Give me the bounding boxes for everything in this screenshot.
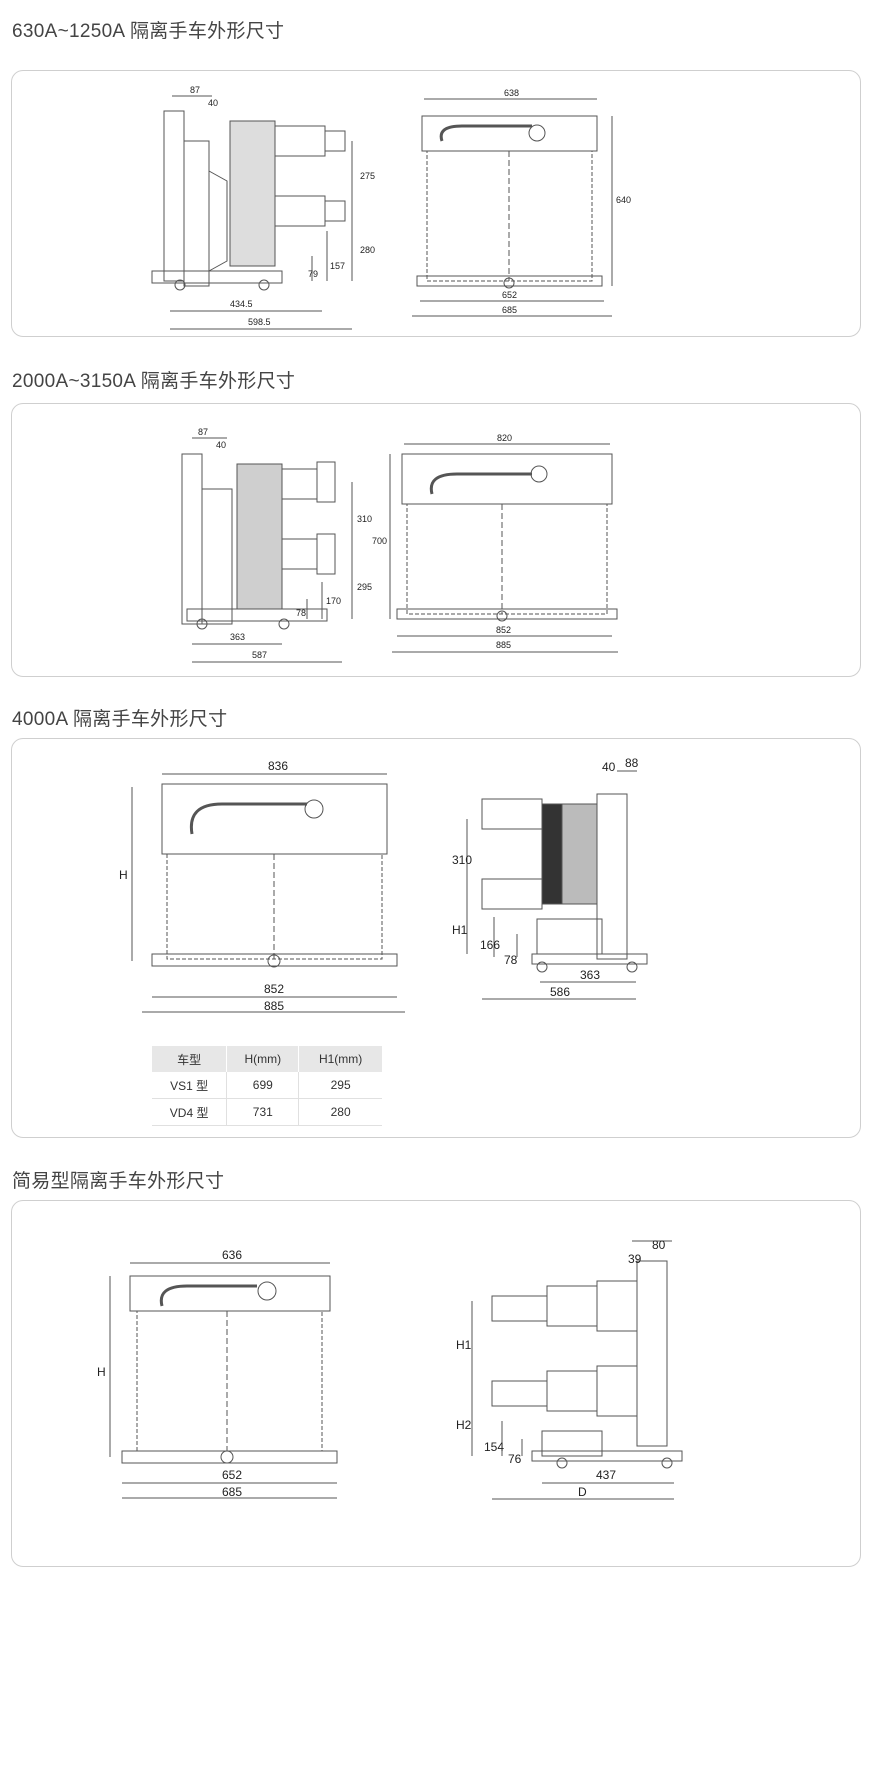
cell-h1: 295 — [298, 1072, 382, 1099]
dim-652: 652 — [222, 1468, 242, 1482]
drawing-simple: 636 H 652 685 39 80 H1 H2 154 76 437 D — [97, 1238, 683, 1500]
dim-80: 80 — [652, 1238, 666, 1252]
drawing-panel-simple: 636 H 652 685 39 80 H1 H2 154 76 437 D — [11, 1200, 861, 1567]
dim-685: 685 — [502, 305, 517, 315]
cell-h1: 280 — [298, 1098, 382, 1126]
dim-154: 154 — [484, 1440, 504, 1454]
dim-836: 836 — [268, 759, 288, 773]
dim-310: 310 — [452, 853, 472, 867]
dim-39: 39 — [628, 1252, 642, 1266]
table-row: VD4 型 731 280 — [152, 1098, 382, 1126]
section-title-1: 630A~1250A 隔离手车外形尺寸 — [12, 21, 285, 42]
dim-h1: H1 — [456, 1338, 472, 1352]
dim-40: 40 — [216, 440, 226, 450]
dim-88: 88 — [625, 756, 639, 770]
dim-587: 587 — [252, 650, 267, 660]
dim-636: 636 — [222, 1248, 242, 1262]
section-title-3: 4000A 隔离手车外形尺寸 — [12, 709, 228, 730]
dim-363: 363 — [580, 968, 600, 982]
dim-434-5: 434.5 — [230, 299, 253, 309]
cell-model: VS1 型 — [152, 1072, 228, 1099]
cell-h: 731 — [226, 1098, 300, 1126]
drawing-4000: 836 H 852 885 40 88 310 H1 166 78 363 58… — [119, 756, 648, 1013]
dim-638: 638 — [504, 88, 519, 98]
dim-h: H — [119, 868, 128, 882]
table-row: VS1 型 699 295 — [152, 1072, 382, 1099]
dim-437: 437 — [596, 1468, 616, 1482]
dim-76: 76 — [508, 1452, 522, 1466]
dim-166: 166 — [480, 938, 500, 952]
front-panel-frame — [421, 115, 598, 152]
dim-700: 700 — [372, 536, 387, 546]
dim-h2: H2 — [456, 1418, 472, 1432]
col-header-h1: H1(mm) — [298, 1046, 382, 1072]
section-title-2: 2000A~3150A 隔离手车外形尺寸 — [12, 371, 296, 392]
dim-79: 79 — [308, 269, 318, 279]
dim-885: 885 — [496, 640, 511, 650]
dim-87: 87 — [190, 85, 200, 95]
dim-852: 852 — [496, 625, 511, 635]
dim-685: 685 — [222, 1485, 242, 1499]
dim-820: 820 — [497, 433, 512, 443]
dim-640: 640 — [616, 195, 631, 205]
dim-363: 363 — [230, 632, 245, 642]
dim-78: 78 — [504, 953, 518, 967]
dim-295: 295 — [357, 582, 372, 592]
drawing-panel-630-1250: 87 40 275 280 157 79 434.5 598.5 638 640… — [11, 70, 861, 337]
col-header-model: 车型 — [152, 1046, 228, 1072]
dim-170: 170 — [326, 596, 341, 606]
dim-40: 40 — [208, 98, 218, 108]
dim-157: 157 — [330, 261, 345, 271]
dim-40: 40 — [602, 760, 616, 774]
dim-280: 280 — [360, 245, 375, 255]
cell-model: VD4 型 — [152, 1098, 228, 1126]
dim-h1: H1 — [452, 923, 468, 937]
dim-598-5: 598.5 — [248, 317, 271, 327]
dim-586: 586 — [550, 985, 570, 999]
dim-652: 652 — [502, 290, 517, 300]
spec-table: 车型 H(mm) H1(mm) VS1 型 699 295 VD4 型 731 … — [152, 1046, 382, 1126]
dim-885: 885 — [264, 999, 284, 1013]
drawing-630-1250: 87 40 275 280 157 79 434.5 598.5 638 640… — [151, 85, 631, 330]
section-title-4: 简易型隔离手车外形尺寸 — [12, 1171, 225, 1192]
dim-310: 310 — [357, 514, 372, 524]
drawing-panel-4000: 836 H 852 885 40 88 310 H1 166 78 363 58… — [11, 738, 861, 1138]
side-panel-frame — [163, 110, 185, 282]
drawing-panel-2000-3150: 87 40 310 295 170 78 363 587 820 700 852… — [11, 403, 861, 677]
dim-275: 275 — [360, 171, 375, 181]
cell-h: 699 — [226, 1072, 300, 1099]
drawing-2000-3150: 87 40 310 295 170 78 363 587 820 700 852… — [181, 427, 618, 663]
dim-78: 78 — [296, 608, 306, 618]
dim-87: 87 — [198, 427, 208, 437]
col-header-h: H(mm) — [226, 1046, 300, 1072]
dim-d: D — [578, 1485, 587, 1499]
dim-h: H — [97, 1365, 106, 1379]
dim-852: 852 — [264, 982, 284, 996]
